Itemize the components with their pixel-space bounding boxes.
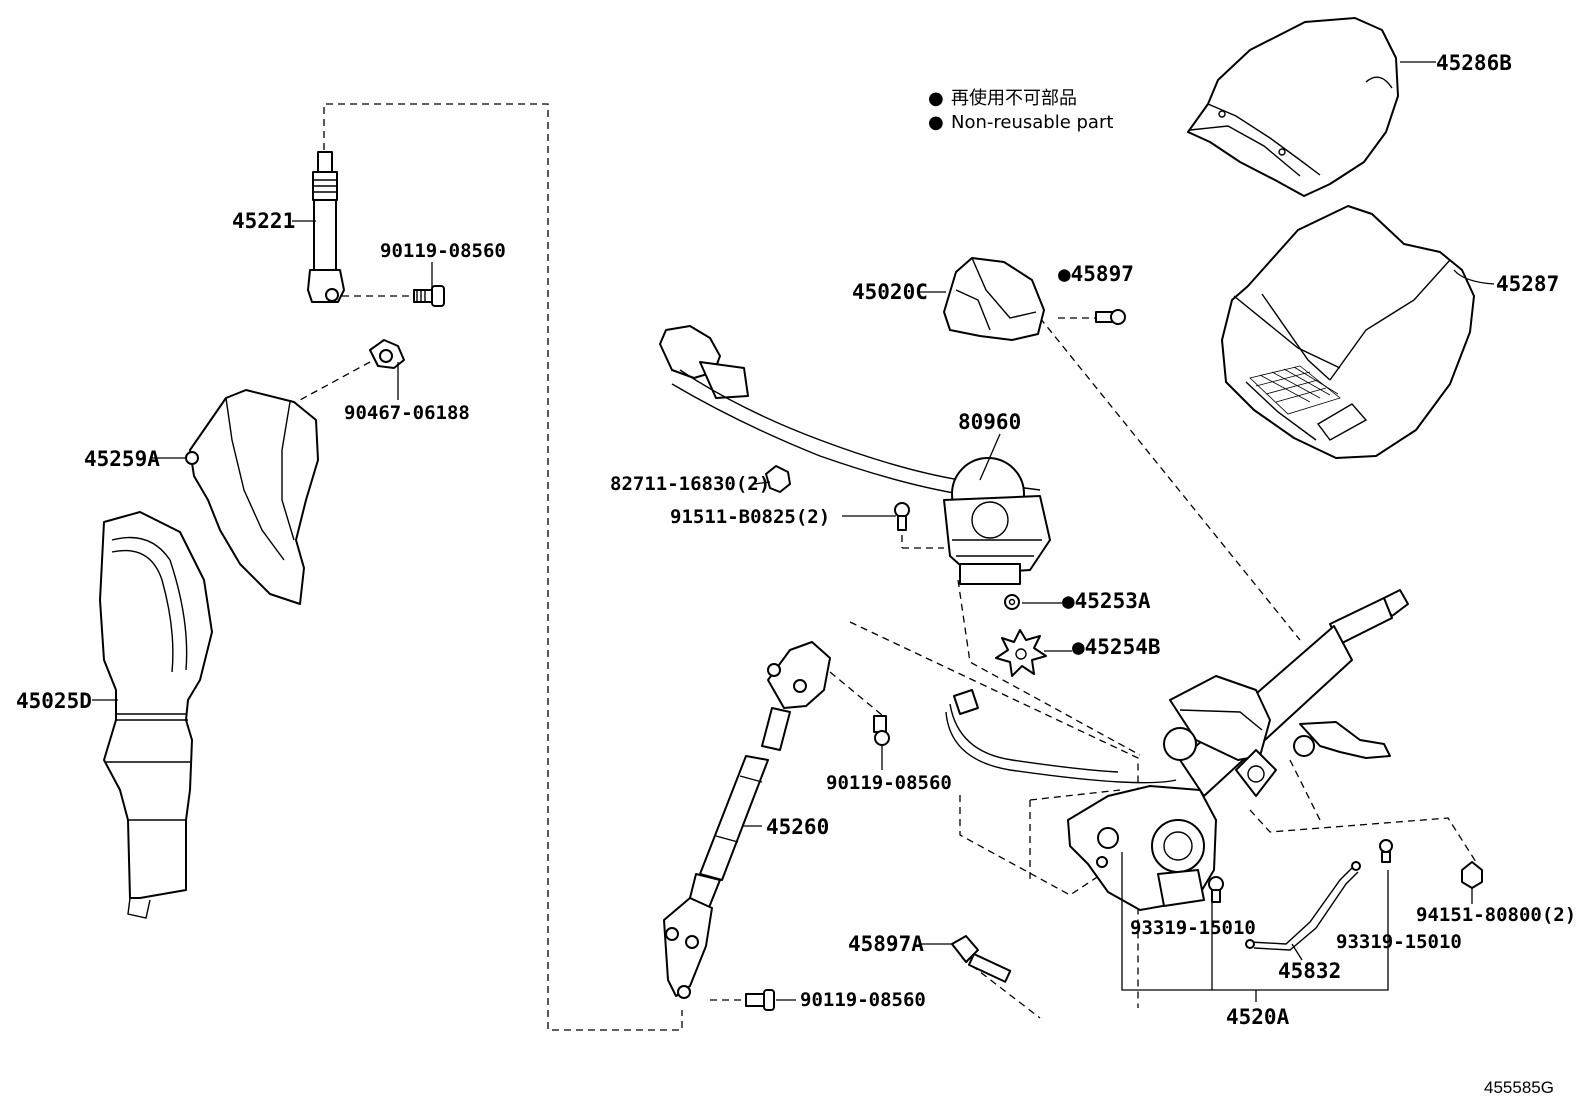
gear-45254B bbox=[995, 629, 1047, 677]
legend-bullet-1: ● bbox=[928, 88, 944, 109]
label-45259A: 45259A bbox=[84, 447, 160, 471]
label-45254B: ●45254B bbox=[1072, 635, 1161, 659]
bolt-45897A bbox=[951, 935, 1012, 983]
part-45025D-boot bbox=[99, 511, 213, 919]
label-93319-left: 93319-15010 bbox=[1130, 917, 1256, 939]
figure-id: 455585G bbox=[1484, 1078, 1554, 1097]
bolt-90119-bottom bbox=[745, 989, 775, 1011]
label-93319-right: 93319-15010 bbox=[1336, 931, 1462, 953]
clip-82711 bbox=[765, 465, 791, 493]
steering-column-4520A bbox=[945, 589, 1483, 951]
label-45832: 45832 bbox=[1278, 959, 1341, 983]
part-45260-shaft bbox=[663, 641, 831, 999]
legend: ● 再使用不可部品 ● Non-reusable part bbox=[928, 88, 1113, 133]
lower-column-cover bbox=[1221, 205, 1475, 459]
label-90119-top: 90119-08560 bbox=[380, 240, 506, 262]
label-45260: 45260 bbox=[766, 815, 829, 839]
assembly-dashed-lines bbox=[299, 103, 1477, 1031]
label-90119-mid: 90119-08560 bbox=[826, 772, 952, 794]
label-82711: 82711-16830(2) bbox=[610, 473, 770, 495]
label-45020C: 45020C bbox=[852, 280, 928, 304]
part-45259A-cover bbox=[185, 389, 319, 605]
label-45286B: 45286B bbox=[1436, 51, 1512, 75]
legend-line-en: Non-reusable part bbox=[951, 112, 1113, 133]
label-45897A: 45897A bbox=[848, 932, 924, 956]
wire-harness-80960 bbox=[659, 325, 1051, 585]
label-90119-bottom: 90119-08560 bbox=[800, 989, 926, 1011]
clip-90467 bbox=[369, 339, 405, 369]
group-bracket-4520A bbox=[1121, 852, 1389, 1002]
bolt-90119-top bbox=[413, 285, 445, 307]
label-45221: 45221 bbox=[232, 209, 295, 233]
label-80960: 80960 bbox=[958, 410, 1021, 434]
part-45020C-cover bbox=[943, 257, 1045, 341]
gear-45253A bbox=[1004, 594, 1020, 610]
part-45221-shaft bbox=[307, 151, 345, 303]
upper-column-cover bbox=[1187, 17, 1399, 197]
bolt-45897 bbox=[1095, 309, 1126, 325]
label-45253A: ●45253A bbox=[1062, 589, 1151, 613]
label-94151: 94151-80800(2) bbox=[1416, 904, 1576, 926]
label-90467: 90467-06188 bbox=[344, 402, 470, 424]
part-labels: 45286B 45287 45221 90119-08560 90467-061… bbox=[16, 51, 1576, 1029]
screw-91511 bbox=[894, 502, 910, 531]
legend-line-jp: 再使用不可部品 bbox=[951, 88, 1077, 109]
legend-bullet-2: ● bbox=[928, 112, 944, 133]
bolt-90119-mid bbox=[873, 715, 890, 746]
label-45025D: 45025D bbox=[16, 689, 92, 713]
leader-lines bbox=[92, 61, 1495, 1001]
label-91511: 91511-B0825(2) bbox=[670, 506, 830, 528]
label-4520A: 4520A bbox=[1226, 1005, 1290, 1029]
label-45287: 45287 bbox=[1496, 272, 1559, 296]
label-45897: ●45897 bbox=[1058, 262, 1134, 286]
